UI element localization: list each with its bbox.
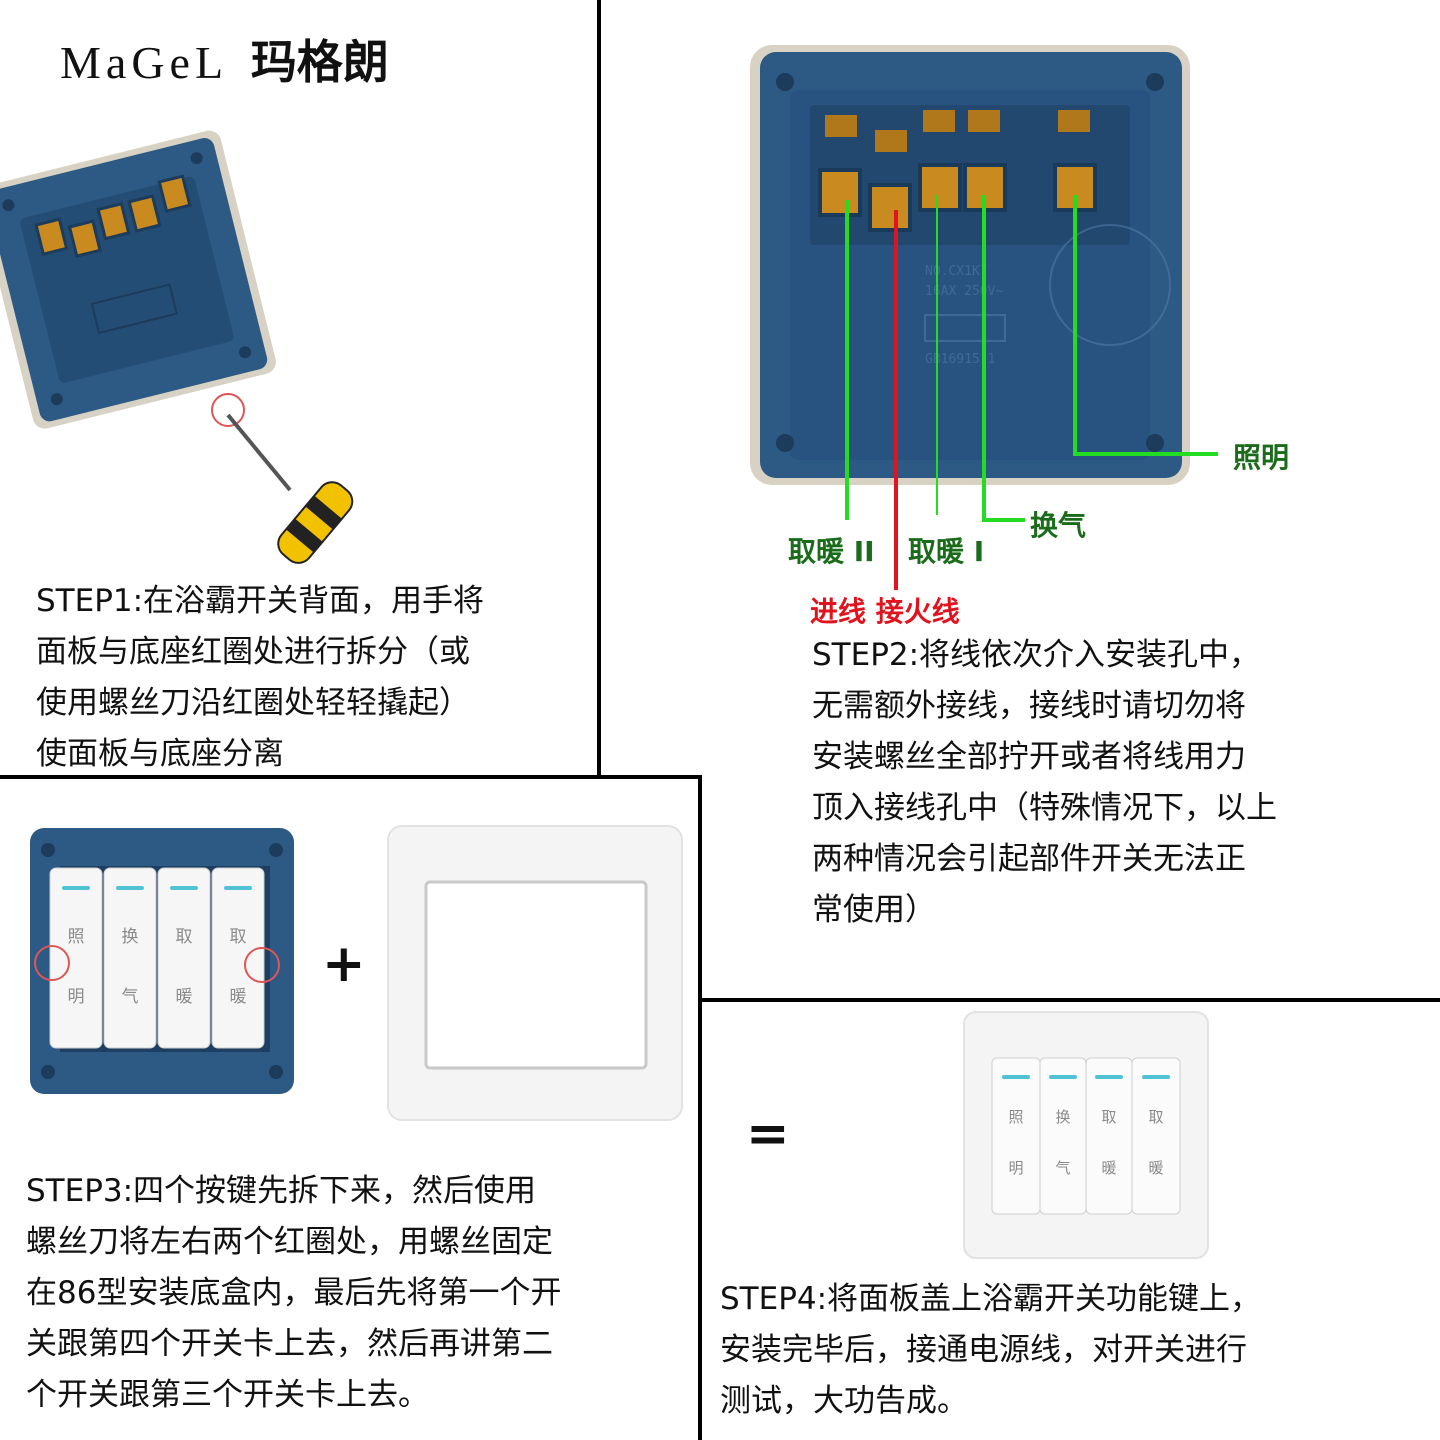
key-2-bottom: 气: [1055, 1159, 1070, 1177]
divider-vertical-top: [597, 0, 601, 777]
step3-line: 螺丝刀将左右两个红圈处，用螺丝固定: [26, 1224, 553, 1260]
equals-sign: =: [746, 1104, 790, 1164]
terminal: [818, 168, 862, 217]
step4-line: 安装完毕后，接通电源线，对开关进行: [720, 1332, 1247, 1368]
plus-sign: +: [322, 934, 366, 994]
key-2-top: 换: [1055, 1108, 1070, 1126]
step3-text: STEP3:四个按键先拆下来，然后使用 螺丝刀将左右两个红圈处，用螺丝固定 在8…: [26, 1166, 561, 1421]
step2-text: STEP2:将线依次介入安装孔中， 无需额外接线，接线时请切勿将 安装螺丝全部拧…: [812, 630, 1277, 936]
key-3-bottom: 暖: [176, 987, 193, 1007]
key-1-bottom: 明: [1008, 1159, 1023, 1177]
white-frame-panel-image: [387, 825, 683, 1121]
switch-back-tilted-image: [0, 130, 354, 564]
step2-line: 顶入接线孔中（特殊情况下，以上: [812, 790, 1277, 826]
step2-line: 无需额外接线，接线时请切勿将: [812, 688, 1246, 724]
label-live-wire: 进线 接火线: [810, 595, 960, 628]
key-3-bottom: 暖: [1101, 1159, 1116, 1177]
key-1-bottom: 明: [68, 987, 85, 1007]
key-4-top: 取: [1148, 1108, 1163, 1126]
key-4-top: 取: [230, 927, 247, 947]
leader-lighting: [1073, 195, 1218, 456]
label-ventilation: 换气: [1030, 509, 1087, 542]
brand-logo: MaGeL 玛格朗: [60, 26, 389, 92]
divider-horizontal-right: [700, 998, 1440, 1002]
step4-text: STEP4:将面板盖上浴霸开关功能键上， 安装完毕后，接通电源线，对开关进行 测…: [720, 1274, 1261, 1427]
key-1-top: 照: [1008, 1108, 1023, 1126]
step4-line: 测试，大功告成。: [720, 1383, 968, 1419]
step3-line: 在86型安装底盒内，最后先将第一个开: [26, 1275, 562, 1311]
label-heating-2: 取暖 II: [788, 535, 875, 568]
step2-line: 两种情况会引起部件开关无法正: [812, 841, 1246, 877]
red-circle-marker: [244, 947, 280, 983]
step2-line: STEP2:将线依次介入安装孔中，: [812, 637, 1261, 673]
key-4-bottom: 暖: [230, 987, 247, 1007]
divider-horizontal-left: [0, 775, 700, 779]
label-lighting: 照明: [1233, 441, 1290, 474]
switch-back-wiring-diagram: NO.CX1K7 16AX 250V~ GB16915.1: [750, 45, 1218, 590]
step1-line: 使用螺丝刀沿红圈处轻轻撬起）: [36, 685, 470, 721]
step3-line: 个开关跟第三个开关卡上去。: [26, 1377, 429, 1413]
key-1-top: 照: [68, 927, 85, 947]
terminal: [918, 163, 962, 212]
red-circle-marker: [34, 945, 70, 981]
model-mark: NO.CX1K7: [925, 264, 988, 279]
key-2-top: 换: [122, 927, 139, 947]
brand-chinese: 玛格朗: [250, 35, 389, 89]
step3-line: 关跟第四个开关卡上去，然后再讲第二: [26, 1326, 553, 1362]
step1-line: 面板与底座红圈处进行拆分（或: [36, 634, 470, 670]
key-4-bottom: 暖: [1148, 1159, 1163, 1177]
step4-line: STEP4:将面板盖上浴霸开关功能键上，: [720, 1281, 1262, 1317]
switch-base-with-keys-image: 照 明 换 气 取 暖 取 暖: [30, 828, 294, 1094]
standard-mark: GB16915.1: [925, 352, 995, 367]
brand-latin: MaGeL: [60, 37, 229, 88]
label-heating-1: 取暖 I: [908, 535, 985, 568]
step3-line: STEP3:四个按键先拆下来，然后使用: [26, 1173, 537, 1209]
step2-line: 常使用）: [812, 892, 936, 928]
terminal: [868, 183, 912, 232]
divider-vertical-bottom: [698, 775, 702, 1440]
red-circle-marker: [211, 393, 245, 427]
key-3-top: 取: [1101, 1108, 1116, 1126]
finished-switch-image: 照 明 换 气 取 暖 取 暖: [963, 1011, 1209, 1259]
step2-line: 安装螺丝全部拧开或者将线用力: [812, 739, 1246, 775]
leader-ventilation: [982, 195, 1025, 522]
key-3-top: 取: [176, 927, 193, 947]
key-2-bottom: 气: [122, 987, 139, 1007]
step1-line: STEP1:在浴霸开关背面，用手将: [36, 583, 485, 619]
step1-line: 使面板与底座分离: [36, 736, 284, 772]
step1-text: STEP1:在浴霸开关背面，用手将 面板与底座红圈处进行拆分（或 使用螺丝刀沿红…: [36, 576, 484, 780]
